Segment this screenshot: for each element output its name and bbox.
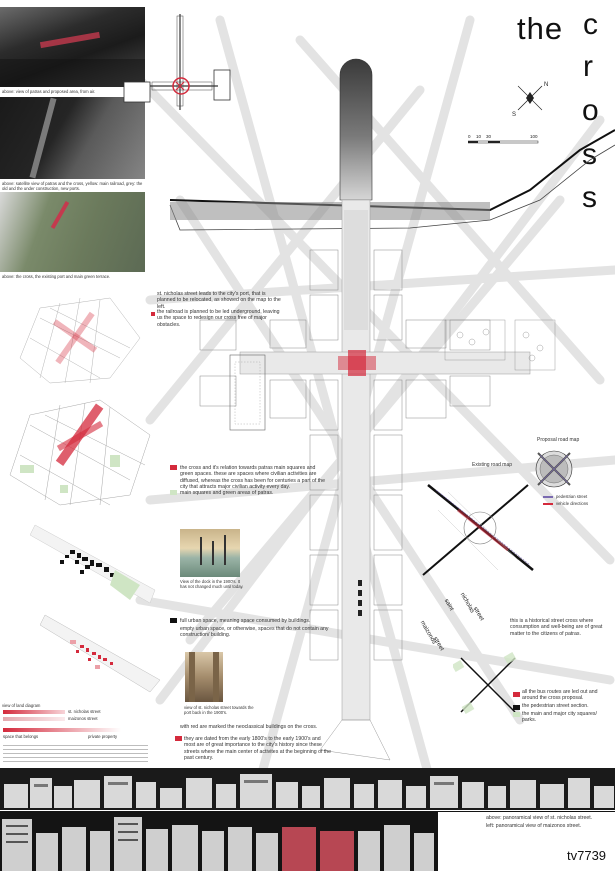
proposal-road-map-label: Proposal road map — [537, 437, 580, 443]
land-diagram-gradient — [3, 728, 121, 732]
legend-black-swatch — [170, 618, 177, 623]
existing-road-map-label: Existing road map — [472, 462, 513, 468]
photo-caption-2: above: satellite view of patras and the … — [2, 181, 143, 191]
land-diagram-label-right: private property — [88, 734, 118, 739]
note-bus: all the bus routes are led out and aroun… — [522, 689, 598, 702]
title-letter-3: o — [582, 94, 600, 127]
note-railroad-swatch — [151, 312, 155, 316]
legend-vehicle-label: vehicle directions — [556, 501, 589, 506]
north-arrow: N S — [512, 82, 548, 118]
title-word: the — [517, 11, 564, 46]
note-parks: the main and major city squares/ parks. — [522, 711, 597, 724]
scale-label-30: 30 — [486, 134, 492, 139]
legend-parks-swatch — [513, 712, 520, 717]
panorama-caption-box — [438, 812, 615, 871]
south-label: S — [512, 112, 516, 118]
title-letter-5: s — [582, 181, 598, 214]
central-cross-map — [169, 58, 615, 761]
legend-pedestrian-label: pedestrian street — [556, 494, 588, 499]
poster-code: tv7739 — [567, 848, 607, 863]
aerial-photo — [0, 7, 145, 87]
panorama-buildings-1 — [4, 774, 614, 808]
scale-label-10: 10 — [476, 134, 482, 139]
photo-caption-3: above: the cross, the existing port and … — [2, 274, 111, 279]
land-diagram-title: view of land diagram — [2, 703, 41, 708]
land-diagram-legend-b: maizonos street — [68, 716, 98, 721]
map-diagram-1 — [19, 297, 141, 384]
scale-label-100: 100 — [530, 134, 538, 139]
land-diagram-label-left: space that belongs — [3, 734, 39, 739]
land-diagram-text-block — [3, 742, 148, 764]
panorama-strip-1 — [0, 768, 615, 810]
neoclassical-map — [40, 614, 161, 693]
figure-ground-diagram — [30, 524, 156, 604]
street-photo-caption: view of st. nicholas street towards the … — [184, 705, 254, 715]
proposal-road-map — [535, 450, 573, 488]
title-letter-2: r — [583, 50, 594, 83]
port-old-photo — [180, 529, 240, 577]
scale-label-0: 0 — [468, 134, 471, 139]
satellite-photo — [0, 97, 145, 179]
cross-sketch — [123, 14, 231, 110]
legend-pedestrian-line — [543, 496, 553, 498]
title-letter-1: c — [583, 8, 599, 41]
legend-vehicle-line — [543, 503, 553, 505]
legend-pedestrian-section-swatch — [513, 705, 520, 710]
note-historical: this is a historical street cross where … — [510, 618, 603, 637]
note-pedestrian-section: the pedestrian street section. — [522, 703, 589, 709]
note-railroad: the railroad is planned to be led underg… — [157, 309, 280, 328]
cross-photo — [0, 192, 145, 272]
existing-road-map — [422, 484, 534, 576]
note-nicholas: st. nicholas street leads to the city's … — [157, 291, 281, 310]
map-diagram-2 — [9, 399, 151, 506]
note-neoclassical: with red are marked the neoclassical bui… — [180, 724, 318, 730]
north-label: N — [544, 82, 548, 88]
land-diagram-legend-a: st. nicholas street — [68, 709, 101, 714]
legend-green-swatch — [170, 490, 177, 495]
note-relation: the cross and it's relation towards patr… — [180, 465, 325, 491]
panorama-buildings-2 — [2, 817, 434, 871]
photo-caption-1: above: view of patras and proposed area,… — [2, 89, 96, 94]
note-empty: empty urban space, or otherwise, spaces … — [180, 626, 329, 639]
legend-bus-swatch — [513, 692, 520, 697]
street-old-photo — [185, 652, 223, 702]
bus-route-diagram — [453, 652, 517, 714]
legend-red-swatch — [170, 465, 177, 470]
panorama-caption-1: above: panoramical view of st. nicholas … — [486, 815, 593, 821]
panorama-caption-2: left: panoramical view of maizonos stree… — [486, 823, 582, 829]
scale-bar: 0 10 30 100 — [468, 134, 539, 144]
note-full: full urban space, meaning space consumed… — [180, 618, 311, 624]
note-squares: main squares and green areas of patras. — [180, 490, 274, 496]
land-diagram-legend-bar-2 — [3, 717, 65, 721]
port-photo-caption: View of the dock in the 1900's. It has n… — [180, 579, 244, 589]
note-dated: they are dated from the early 1800's to … — [184, 736, 332, 762]
legend-neoclassical-swatch — [175, 736, 182, 741]
land-diagram-legend-bar-1 — [3, 710, 65, 714]
